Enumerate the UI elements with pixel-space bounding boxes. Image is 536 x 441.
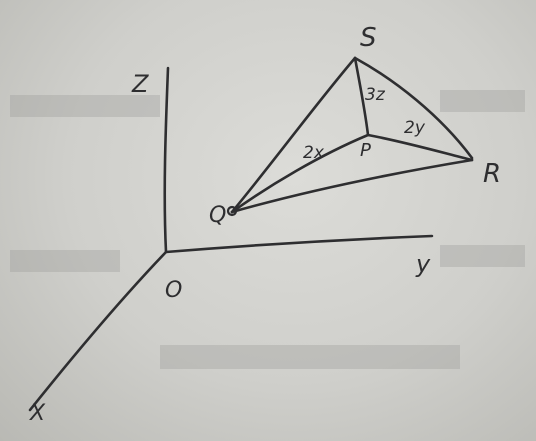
label-y-axis: y: [415, 250, 431, 278]
edge-QR: [230, 158, 474, 214]
edge-SP: [353, 56, 370, 137]
edge-SR: [353, 56, 474, 160]
label-vertex-S: S: [360, 23, 377, 53]
edge-PQ: [230, 133, 370, 214]
vertex-Q-marker: [226, 205, 238, 217]
z-axis: [163, 66, 170, 254]
label-origin: O: [165, 278, 182, 303]
label-vertex-Q: Q: [209, 203, 226, 228]
label-z-axis: Z: [131, 70, 149, 98]
label-x-axis: X: [29, 401, 46, 426]
label-edge-PS: 3z: [365, 85, 386, 105]
y-axis: [164, 234, 434, 254]
show-through-text: [10, 90, 525, 369]
edge-SQ: [230, 56, 357, 214]
edge-PR: [366, 133, 474, 162]
label-edge-PR: 2y: [404, 118, 426, 138]
label-vertex-R: R: [483, 159, 501, 189]
label-vertex-P: P: [360, 140, 371, 161]
x-axis: [28, 250, 168, 412]
label-edge-PQ: 2x: [303, 143, 325, 163]
